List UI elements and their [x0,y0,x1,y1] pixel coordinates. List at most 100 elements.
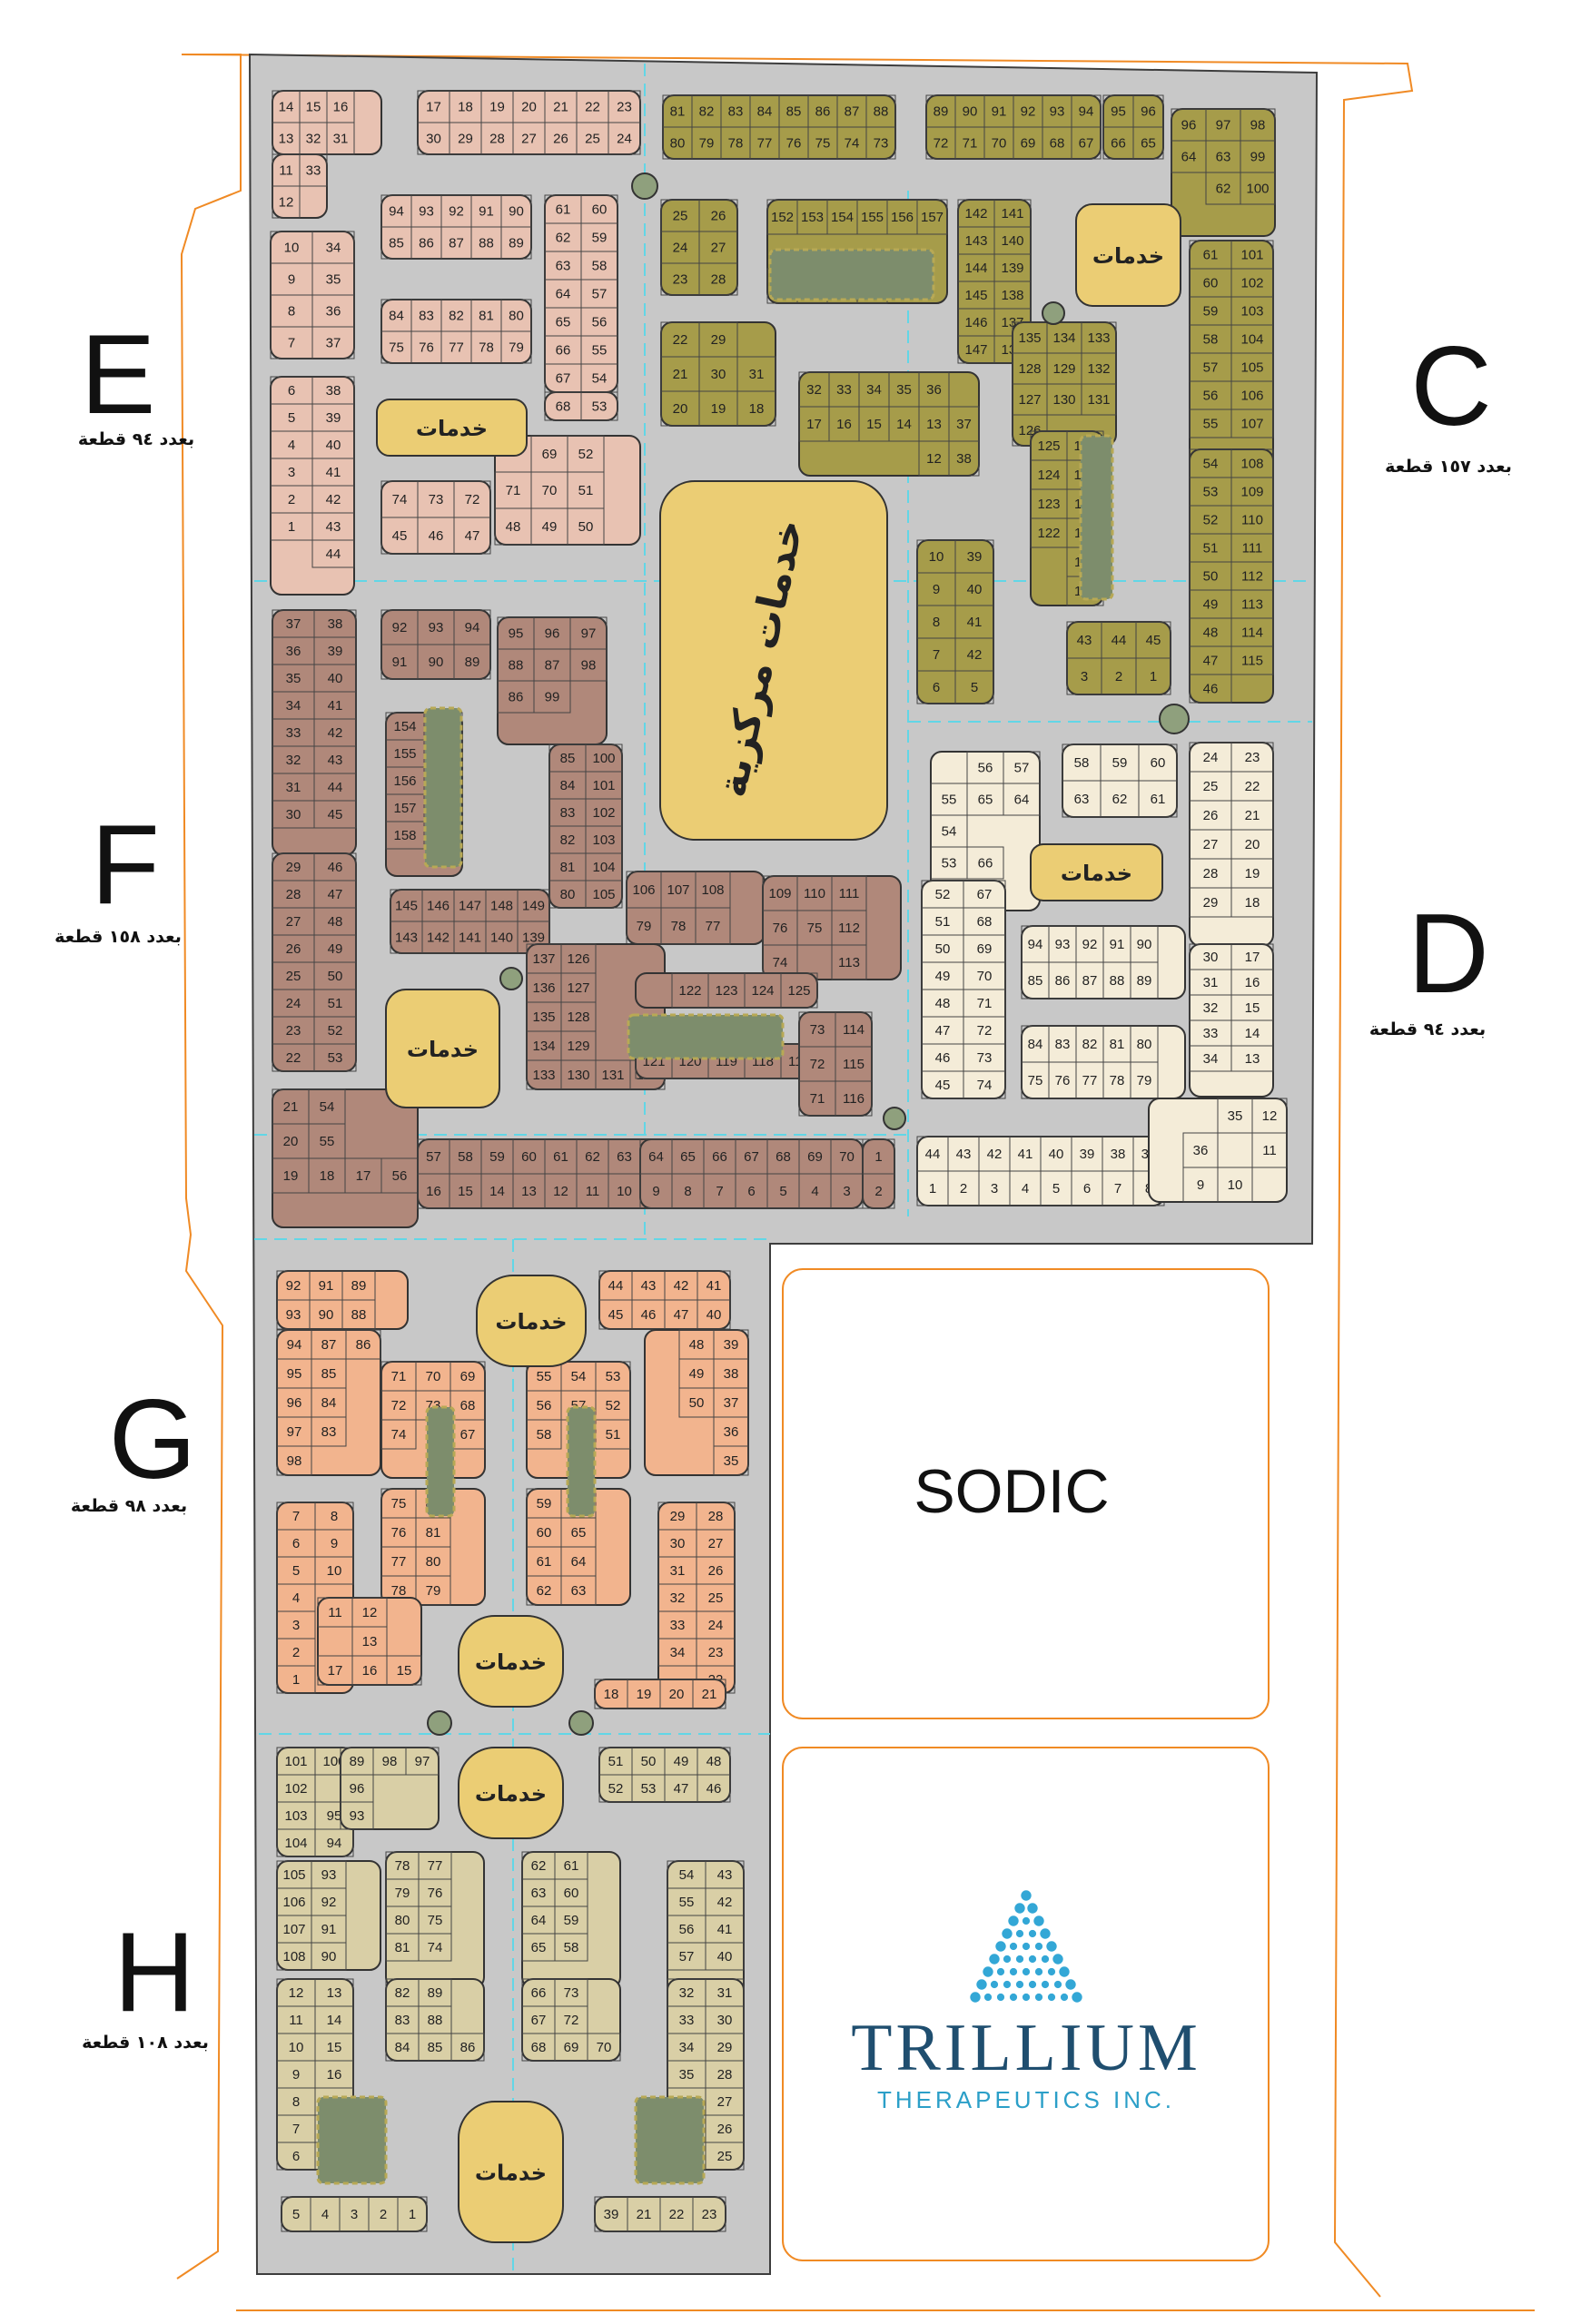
plot-number: 15 [327,2040,342,2055]
plot-number: 9 [652,1184,659,1199]
plot-number: 65 [978,793,993,808]
logo-dot [1053,1980,1062,1989]
plot-number: 62 [1112,792,1128,807]
plot-number: 25 [717,2149,733,2164]
zone-e-count: بعدد ٩٤ قطعة [78,429,194,449]
plot-number: 68 [1050,136,1065,152]
plot-number: 49 [689,1366,705,1382]
plot-number: 99 [1250,150,1266,165]
plot-number: 16 [1245,975,1260,990]
plot-number: 66 [1111,136,1126,152]
plot-number: 139 [522,931,545,946]
plot-number: 43 [641,1278,657,1294]
plot-number: 81 [670,104,686,120]
logo-dot [990,1980,999,1989]
plot-number: 25 [708,1590,724,1606]
logo-dot [1028,1980,1037,1989]
plot-number: 17 [328,1663,343,1679]
plot-cell [1240,172,1276,205]
plot-number: 96 [545,626,560,642]
plot-number: 57 [679,1949,695,1965]
plot-number: 57 [1203,360,1219,376]
plot-number: 19 [489,100,505,115]
plot-number: 29 [458,132,473,147]
plot-number: 74 [977,1078,993,1093]
plot-number: 58 [1074,755,1090,771]
zone-h-count: بعدد ١٠٨ قطعة [82,2033,209,2053]
plot-number: 33 [836,382,852,398]
plot-number: 52 [578,447,594,462]
plot-number: 98 [581,658,597,674]
plot-number: 91 [992,104,1007,120]
plot-number: 53 [606,1369,621,1384]
plot-number: 88 [428,2013,443,2028]
plot-number: 42 [717,1895,733,1910]
plot-number: 46 [1203,682,1219,697]
plot-cell [698,262,738,296]
plot-number: 48 [706,1754,722,1769]
plot-number: 43 [328,753,343,768]
plot-number: 60 [537,1525,552,1541]
plot-number: 39 [724,1337,739,1353]
plot-number: 6 [292,1536,300,1551]
plot-number: 69 [542,447,558,462]
plot-cell [835,1080,873,1117]
plot-number: 61 [564,1858,579,1874]
plot-number: 85 [389,236,404,251]
plot-number: 19 [711,401,726,417]
plot-number: 4 [292,1590,300,1606]
plot-number: 98 [287,1453,302,1469]
services-label: خدمات [416,416,488,441]
plot-cell [1230,645,1274,675]
plot-number: 59 [537,1496,552,1512]
plot-number: 109 [768,886,791,901]
plot-number: 31 [333,132,349,147]
plot-number: 18 [458,100,473,115]
services-plot: خدمات [385,989,500,1108]
plot-number: 7 [292,1509,300,1524]
plot-number: 131 [601,1068,624,1083]
plot-number: 95 [1111,104,1126,120]
plot-number: 34 [670,1645,686,1660]
plot-number: 147 [459,899,481,914]
plot-number: 108 [282,1949,305,1965]
plot-number: 1 [409,2207,416,2222]
plot-number: 146 [964,315,987,330]
plot-number: 11 [289,2013,303,2028]
services-shape [458,1747,564,1839]
plot-number: 80 [560,887,576,902]
plot-number: 88 [1110,973,1125,989]
park-strip [423,706,463,869]
plot-number: 6 [1083,1181,1091,1196]
plot-number: 110 [804,886,825,901]
plot-cell [533,680,571,714]
plot-number: 58 [564,1940,579,1955]
plot-number: 26 [553,132,568,147]
logo-dot [1041,1980,1050,1989]
plot-number: 78 [728,136,744,152]
plot-number: 141 [1001,206,1023,222]
plot-number: 26 [1203,808,1219,823]
plot-number: 77 [757,136,773,152]
plot-number: 41 [328,698,343,714]
logo-dot [1046,1941,1057,1952]
plot-number: 30 [426,132,441,147]
plot-number: 75 [389,340,404,356]
plot-number: 147 [964,342,987,358]
plot-number: 100 [592,751,615,766]
plot-number: 19 [283,1168,299,1184]
plot-number: 11 [586,1184,600,1199]
plot-number: 30 [1203,950,1219,965]
plot-number: 74 [392,492,408,507]
plot-number: 47 [328,887,343,902]
plot-number: 14 [489,1184,505,1199]
